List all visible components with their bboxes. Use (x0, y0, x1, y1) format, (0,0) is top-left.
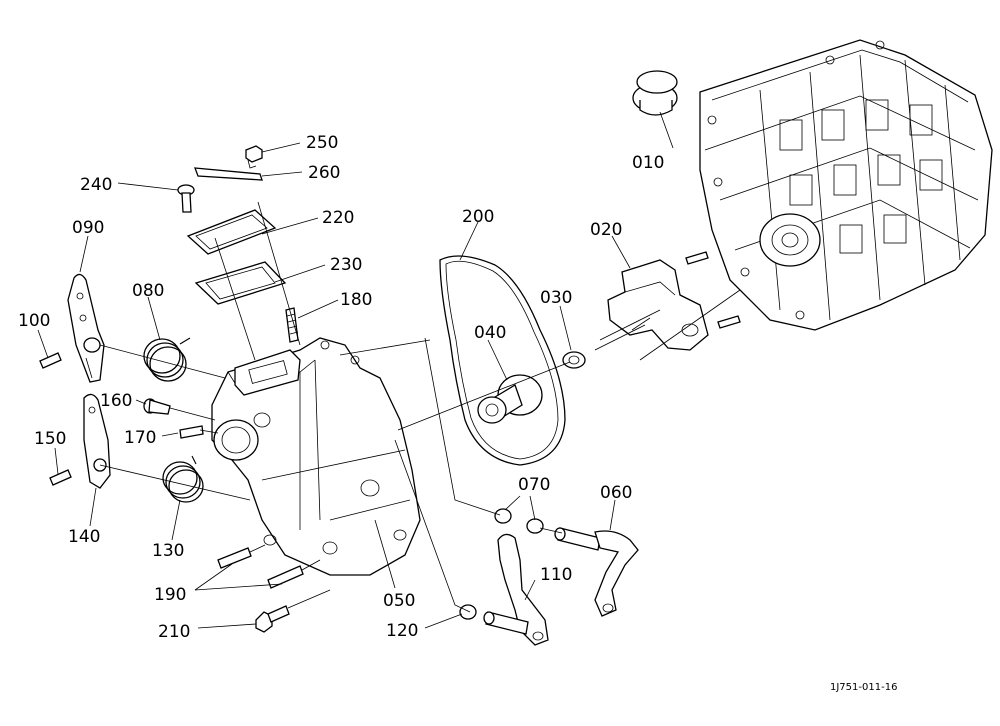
label-020: 020 (590, 220, 622, 240)
plug-010 (632, 70, 678, 116)
drawing-reference-number: 1J751-011-16 (830, 682, 897, 693)
bolt-210 (255, 605, 290, 633)
spring-130 (162, 455, 204, 503)
label-130: 130 (152, 541, 184, 561)
label-190: 190 (154, 585, 186, 605)
collar-030 (562, 351, 586, 369)
pin-100 (39, 352, 62, 369)
roller-040 (477, 374, 543, 424)
label-010: 010 (632, 153, 664, 173)
cover-plate-220 (186, 209, 277, 255)
o-ring-120 (459, 604, 477, 620)
label-230: 230 (330, 255, 362, 275)
label-140: 140 (68, 527, 100, 547)
label-260: 260 (308, 163, 340, 183)
studs-190 (217, 547, 304, 589)
label-160: 160 (100, 391, 132, 411)
label-210: 210 (158, 622, 190, 642)
label-150: 150 (34, 429, 66, 449)
label-050: 050 (383, 591, 415, 611)
o-rings-070 (494, 508, 544, 534)
label-170: 170 (124, 428, 156, 448)
part-labels: 010 020 030 040 050 060 070 080 090 100 … (18, 133, 664, 642)
label-100: 100 (18, 311, 50, 331)
bolt-240 (177, 184, 195, 213)
label-080: 080 (132, 281, 164, 301)
label-180: 180 (340, 290, 372, 310)
label-240: 240 (80, 175, 112, 195)
shift-lever-060 (554, 527, 639, 617)
transmission-housing (685, 39, 993, 331)
cover-gasket-230 (194, 261, 287, 305)
lever-110 (483, 533, 549, 646)
label-060: 060 (600, 483, 632, 503)
label-220: 220 (322, 208, 354, 228)
gasket-200 (439, 255, 566, 466)
lock-plate-260 (194, 167, 263, 181)
label-030: 030 (540, 288, 572, 308)
label-090: 090 (72, 218, 104, 238)
stud-180 (285, 307, 299, 343)
label-250: 250 (306, 133, 338, 153)
plate-090 (67, 273, 105, 383)
pin-150 (49, 469, 72, 486)
label-070: 070 (518, 475, 550, 495)
label-120: 120 (386, 621, 418, 641)
bolt-160 (143, 398, 171, 415)
assembly-lines (99, 201, 741, 613)
shift-fork-020 (607, 259, 709, 351)
cover-case-050 (211, 337, 421, 576)
nut-250 (245, 145, 263, 169)
spring-080 (143, 337, 191, 382)
leader-lines (37, 111, 674, 629)
label-110: 110 (540, 565, 572, 585)
label-200: 200 (462, 207, 494, 227)
pin-170 (179, 425, 204, 439)
label-040: 040 (474, 323, 506, 343)
